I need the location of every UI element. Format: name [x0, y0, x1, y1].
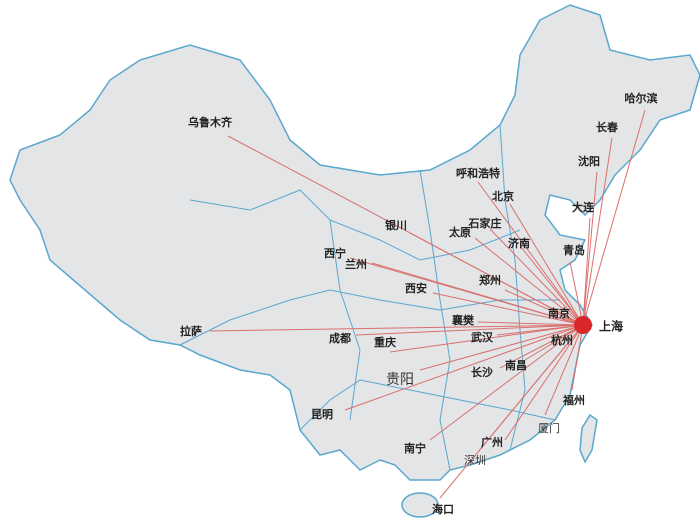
taiwan-island	[579, 413, 598, 464]
city-label: 银川	[385, 219, 407, 232]
city-label: 南宁	[404, 442, 426, 455]
city-label: 呼和浩特	[456, 167, 500, 180]
city-label: 广州	[481, 436, 503, 449]
route-line	[474, 237, 584, 326]
route-lines	[209, 109, 646, 499]
city-label: 海口	[432, 503, 454, 516]
route-line	[544, 324, 584, 416]
route-line	[477, 321, 584, 326]
city-label: 长春	[596, 121, 618, 134]
route-line	[520, 246, 584, 326]
route-line	[569, 261, 584, 326]
route-line	[524, 324, 584, 361]
city-label: 福州	[563, 394, 585, 407]
route-line	[419, 324, 584, 371]
city-label: 重庆	[374, 336, 396, 349]
route-line	[582, 171, 598, 326]
city-label: 杭州	[551, 334, 573, 347]
city-label: 拉萨	[180, 325, 202, 338]
route-line	[499, 324, 584, 369]
city-label: 济南	[508, 237, 530, 250]
city-label: 成都	[329, 332, 351, 345]
route-line	[477, 181, 584, 326]
route-line	[504, 289, 584, 326]
city-label: 青岛	[563, 244, 585, 257]
city-label: 乌鲁木齐	[188, 116, 232, 129]
province-borders	[179, 124, 560, 471]
city-label: 贵阳	[386, 372, 414, 388]
city-label: 襄樊	[452, 314, 474, 327]
city-label: 昆明	[311, 408, 333, 421]
route-line	[389, 324, 584, 353]
route-line	[582, 109, 646, 326]
route-line	[509, 203, 584, 326]
city-label: 深圳	[464, 454, 486, 467]
city-label: 沈阳	[578, 155, 600, 168]
route-line	[429, 324, 584, 441]
city-label: 南京	[548, 307, 570, 320]
hub-marker-shanghai	[574, 316, 592, 334]
route-line	[371, 262, 584, 326]
route-line	[582, 217, 591, 326]
city-label: 武汉	[471, 331, 493, 344]
hub-label: 上海	[598, 319, 624, 334]
route-line	[571, 324, 584, 391]
city-label: 北京	[492, 190, 514, 203]
route-line	[489, 228, 584, 326]
city-label: 郑州	[479, 274, 501, 287]
city-label: 厦门	[538, 422, 560, 435]
city-label: 石家庄	[468, 217, 502, 230]
city-label: 长沙	[471, 366, 493, 379]
route-line	[355, 324, 584, 336]
mainland-outline	[9, 4, 700, 481]
city-label: 太原	[449, 226, 471, 239]
city-label: 西宁	[324, 247, 346, 260]
city-label: 南昌	[505, 359, 527, 372]
china-landmass	[9, 4, 700, 518]
city-label: 西安	[405, 282, 427, 295]
city-label: 兰州	[345, 258, 367, 271]
route-line	[504, 324, 584, 441]
route-line	[209, 324, 584, 332]
route-line	[409, 232, 584, 326]
route-line	[344, 324, 584, 411]
route-line	[582, 137, 613, 326]
hainan-island	[401, 492, 439, 518]
route-line	[496, 324, 584, 336]
route-line	[432, 292, 584, 326]
city-label: 大连	[572, 201, 594, 214]
city-label: 哈尔滨	[624, 92, 658, 105]
route-line	[439, 324, 584, 499]
